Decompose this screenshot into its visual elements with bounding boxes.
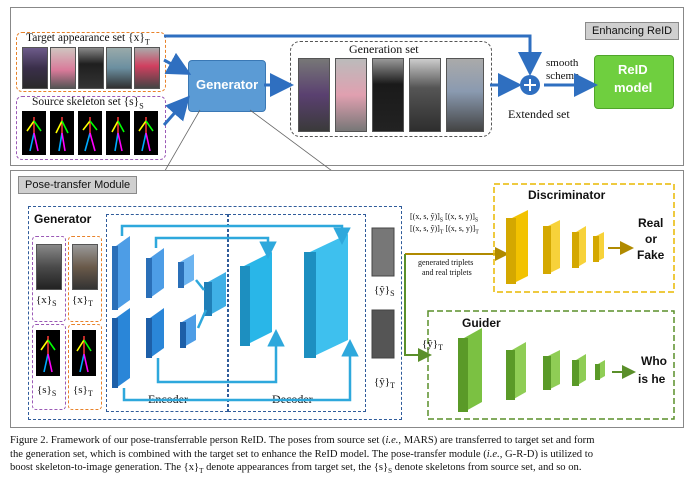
generated-photo-5 [446,58,484,132]
encoder-frame [106,214,228,412]
gen-triplets-label-2: and real triplets [422,268,472,277]
triplets-row-2: [(x, s, ŷ)]T [(x, s, y)]T [410,224,479,236]
target-photo-5 [134,47,160,89]
generator-label: Generator [196,77,259,92]
reid-model-box [594,55,674,109]
discriminator-title: Discriminator [528,188,606,202]
input-xt-photo [72,244,98,290]
input-xs-box [32,236,66,322]
target-photo-3 [78,47,104,89]
network-blocks [112,183,675,420]
triplets-row-1: [(x, s, ŷ)]S [(x, s, y)]S [410,212,479,224]
target-photo-1 [22,47,48,89]
target-photo-2 [50,47,76,89]
enhancing-reid-tag: Enhancing ReID [585,22,680,40]
generated-photo-4 [409,58,441,132]
encoder-upper-blocks [112,236,194,310]
input-xs-photo [36,244,62,290]
generated-photo-2 [335,58,367,132]
figure-caption: Figure 2. Framework of our pose-transfer… [10,435,595,476]
or-label: or [645,232,657,246]
bottom-section-frame [10,170,684,428]
bottom-generator-title: Generator [34,212,92,226]
is-he-label: is he [638,372,666,386]
input-xt-box [68,236,102,322]
generated-photo-3 [372,58,404,132]
generator-box [188,60,266,112]
bottleneck-block [204,272,226,316]
input-ss-label: {s}S [37,384,57,399]
decoder-frame [228,214,366,412]
target-photo-4 [106,47,132,89]
top-section-frame [10,7,684,166]
input-xt-label: {x}T [72,294,93,309]
encoder-lower-blocks [112,308,196,388]
yhat-t2-label: {ŷ}T [422,338,443,353]
input-xs-label: {x}S [36,294,57,309]
input-st-box [68,324,102,410]
yhat-t-label: {ŷ}T [374,376,395,391]
extended-set-label: Extended set [508,107,570,121]
gen-triplets-label-1: generated triplets [418,258,474,267]
input-ss-box [32,324,66,410]
source-skeleton-box [16,96,166,160]
generation-set-label: Generation set [349,42,419,56]
fake-label: Fake [637,248,665,262]
decoder-block-1 [240,252,272,346]
guider-blocks [458,328,605,412]
input-st-label: {s}T [73,384,93,399]
scheme-label: scheme [546,70,579,82]
source-skeleton-label: Source skeleton set {s}S [32,96,144,111]
input-skeletons [36,330,96,376]
reid-label-2: model [614,80,653,95]
generator-frame [28,206,402,420]
reid-label-1: ReID [618,62,648,77]
generated-photo-1 [298,58,330,132]
discriminator-blocks [506,210,604,284]
real-label: Real [638,216,664,230]
smooth-label: smooth [546,57,579,69]
target-appearance-label: Target appearance set {x}T [26,32,150,47]
top-arrows [162,34,598,170]
decoder-block-2 [304,234,348,358]
guider-title: Guider [462,316,501,330]
skeleton-row-top [22,111,158,155]
yhat-s-label: {ŷ}S [374,284,395,299]
pose-transfer-tag: Pose-transfer Module [18,176,138,194]
who-label: Who [641,354,667,368]
